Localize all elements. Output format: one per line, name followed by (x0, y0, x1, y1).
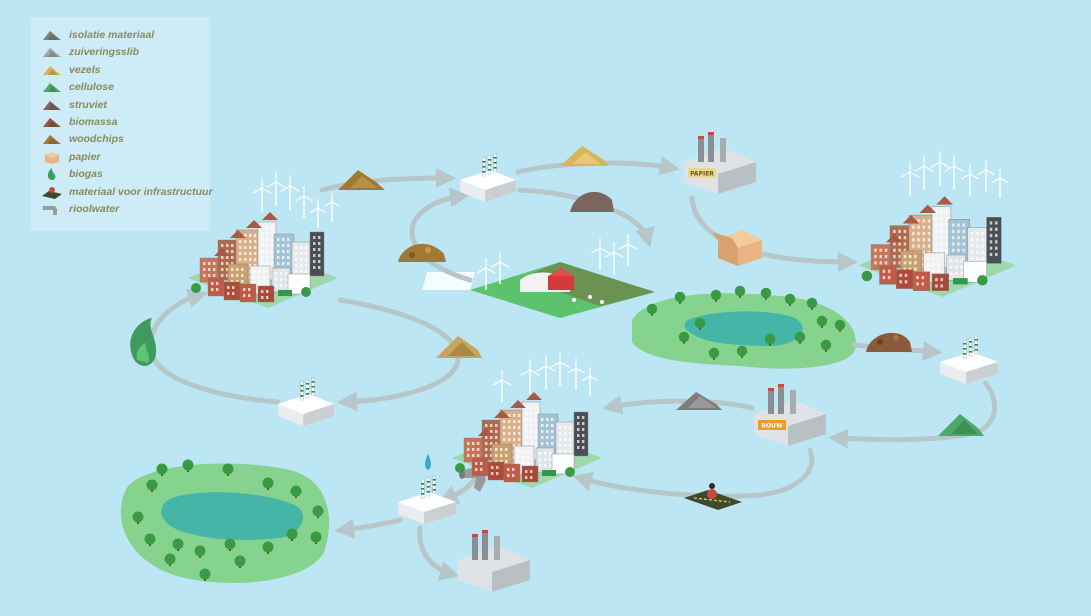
pile-icon (43, 135, 61, 145)
city-center (452, 392, 602, 488)
windmill (930, 151, 950, 186)
legend-item: rioolwater (41, 201, 119, 217)
pile-icon (43, 118, 61, 127)
pile-vezels-middle (436, 336, 482, 358)
factory-sign (688, 168, 716, 178)
middle-right-island (632, 285, 856, 369)
factory-sign-label: PAPIER (690, 171, 714, 178)
windmill (520, 359, 540, 394)
road-icon (42, 186, 62, 199)
legend-item: struviet (41, 97, 107, 113)
windmill (991, 169, 1009, 198)
legend-item: isolatie materiaal (41, 27, 154, 43)
windmill (266, 171, 286, 206)
legend-item: cellulose (41, 79, 114, 95)
legend-item: vezels (41, 62, 101, 78)
windmill (944, 155, 964, 190)
factory-sign (758, 420, 786, 430)
pile-icon (43, 65, 61, 75)
legend-label: papier (69, 150, 101, 163)
windmill (550, 351, 570, 386)
pipe-icon (43, 206, 57, 215)
water-drop (425, 454, 431, 470)
windmill (295, 186, 313, 218)
legend-item: materiaal voor infrastructuur (41, 184, 213, 200)
pile-isolatie-middle (676, 392, 722, 410)
windmill (581, 367, 599, 396)
legend-label: struviet (69, 98, 107, 111)
legend-label: biogas (69, 168, 103, 181)
windmill (961, 164, 979, 196)
windmill (977, 160, 995, 192)
legend-item: zuiveringsslib (41, 44, 139, 60)
pile-biomassa-right (866, 332, 912, 352)
city-left (188, 212, 338, 308)
legend-label: vezels (69, 63, 101, 76)
paper-box (712, 230, 762, 266)
factory-bottom (458, 530, 530, 592)
pile-icon (43, 83, 61, 93)
legend: isolatie materiaal zuiveringsslib vezels ce… (31, 17, 213, 231)
pile-icon (43, 100, 61, 110)
windmill (536, 355, 556, 390)
windmill (900, 161, 920, 196)
legend-item: biogas (41, 166, 103, 182)
windmill (309, 199, 327, 228)
legend-item: biomassa (41, 114, 117, 130)
road-piece (684, 483, 742, 510)
paper-factory: PAPIER (684, 132, 756, 194)
box-icon (45, 151, 59, 164)
pile-woodchips-left (398, 243, 446, 262)
pile-vezels-top (560, 146, 608, 166)
legend-label: woodchips (69, 133, 124, 146)
legend-label: rioolwater (69, 203, 120, 215)
windmill (567, 358, 585, 390)
windmill (491, 252, 509, 284)
windmill (252, 177, 272, 212)
windmill (914, 155, 934, 190)
legend-label: zuiveringsslib (69, 46, 140, 59)
water-treatment-plant (398, 475, 456, 524)
legend-label: isolatie materiaal (69, 29, 155, 41)
factory-sign-label: BOUW (761, 423, 783, 430)
pile-woodchips-top-left (338, 170, 385, 190)
flame-icon (47, 168, 56, 181)
pile-icon (43, 31, 61, 40)
factory-top-center (460, 153, 516, 202)
biogas-flame (130, 318, 157, 366)
windmill (493, 370, 511, 402)
windmill (605, 242, 623, 274)
windmill (323, 193, 341, 222)
flow-arrows (147, 155, 998, 581)
construction-factory: BOUW (754, 384, 826, 446)
factory-bottom-left (278, 377, 334, 426)
windmill (619, 234, 637, 266)
legend-label: cellulose (69, 81, 114, 94)
bottom-left-island (120, 459, 330, 583)
windmill (591, 238, 609, 270)
windmill (280, 175, 300, 210)
legend-item: papier (41, 149, 101, 165)
pile-icon (43, 48, 61, 58)
legend-item: woodchips (41, 131, 124, 147)
pile-struviet-center (570, 191, 614, 212)
farm-island (422, 262, 655, 318)
pile-cellulose-right (938, 414, 984, 436)
factory-right (940, 335, 998, 384)
windmill (477, 258, 495, 290)
legend-label: materiaal voor infrastructuur (69, 185, 213, 198)
legend-label: biomassa (69, 116, 118, 128)
city-right (858, 196, 1016, 297)
